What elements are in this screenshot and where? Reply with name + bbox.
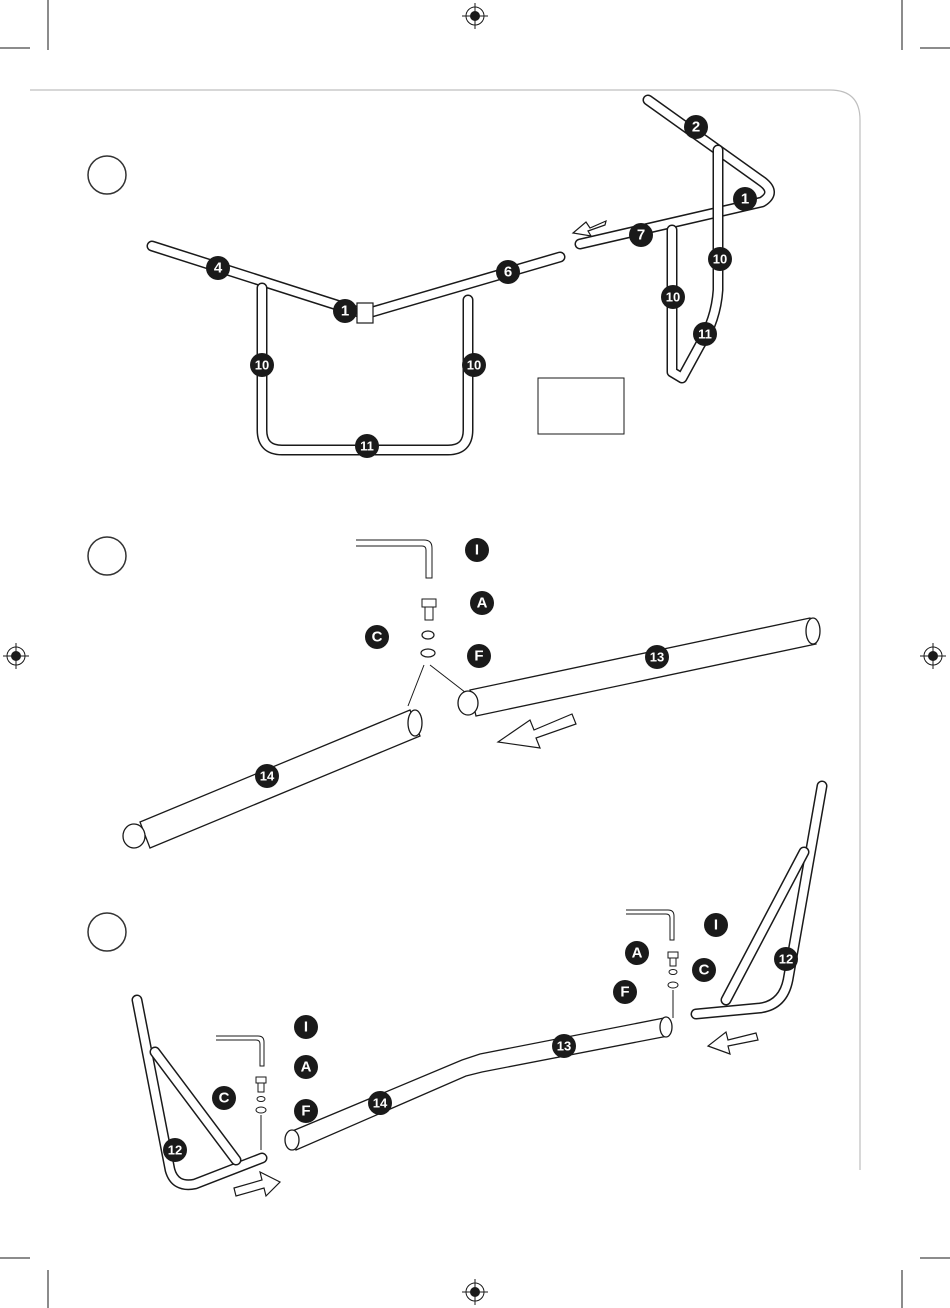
registration-mark-right — [920, 643, 946, 669]
badge-part-10-left: 10 — [250, 353, 274, 377]
badge-part-11: 11 — [355, 434, 379, 458]
badge-part-12-right: 12 — [774, 947, 798, 971]
badge-part-11-far: 11 — [693, 322, 717, 346]
svg-text:10: 10 — [255, 358, 269, 373]
svg-text:I: I — [475, 542, 479, 559]
badge-part-1-left: 1 — [333, 299, 357, 323]
svg-text:A: A — [477, 595, 488, 612]
svg-text:C: C — [699, 962, 710, 979]
svg-text:6: 6 — [504, 264, 512, 281]
svg-text:14: 14 — [373, 1096, 388, 1111]
svg-text:7: 7 — [637, 227, 645, 244]
svg-text:13: 13 — [557, 1039, 571, 1054]
svg-text:I: I — [714, 917, 718, 934]
svg-text:11: 11 — [360, 439, 374, 454]
svg-text:F: F — [474, 648, 483, 665]
svg-text:C: C — [372, 629, 383, 646]
svg-text:13: 13 — [650, 650, 664, 665]
badge-part-14-step2: 14 — [255, 764, 279, 788]
svg-text:10: 10 — [467, 358, 481, 373]
badge-part-F-step2: F — [467, 644, 491, 668]
badge-part-1-right: 1 — [733, 187, 757, 211]
step-1-circle — [88, 156, 126, 194]
badge-part-A-step2: A — [470, 591, 494, 615]
svg-text:F: F — [620, 984, 629, 1001]
svg-text:14: 14 — [260, 769, 275, 784]
badge-part-10-right: 10 — [462, 353, 486, 377]
badge-part-I-step2: I — [465, 538, 489, 562]
svg-text:1: 1 — [341, 303, 349, 320]
badge-part-C-left: C — [212, 1086, 236, 1110]
svg-text:11: 11 — [698, 327, 712, 342]
svg-text:10: 10 — [666, 290, 680, 305]
registration-mark-bottom — [462, 1279, 488, 1305]
badge-part-A-left: A — [294, 1055, 318, 1079]
badge-part-I-right: I — [704, 913, 728, 937]
badge-part-13-step3: 13 — [552, 1034, 576, 1058]
step-3-drawing — [137, 786, 822, 1196]
svg-text:12: 12 — [168, 1143, 182, 1158]
badge-part-2: 2 — [684, 115, 708, 139]
step-1-drawing — [152, 100, 770, 450]
svg-text:1: 1 — [741, 191, 749, 208]
svg-text:2: 2 — [692, 119, 700, 136]
badge-part-C-step2: C — [365, 625, 389, 649]
badge-part-10-far-b: 10 — [661, 285, 685, 309]
svg-text:I: I — [304, 1019, 308, 1036]
registration-mark-top — [462, 3, 488, 29]
badge-part-F-left: F — [294, 1099, 318, 1123]
svg-text:4: 4 — [214, 260, 223, 277]
svg-text:A: A — [301, 1059, 312, 1076]
registration-mark-left — [3, 643, 29, 669]
svg-text:F: F — [301, 1103, 310, 1120]
badge-part-A-right: A — [625, 941, 649, 965]
badge-part-6: 6 — [496, 260, 520, 284]
step-2-drawing — [123, 540, 820, 848]
badge-part-I-left: I — [294, 1015, 318, 1039]
svg-text:A: A — [632, 945, 643, 962]
badge-part-12-left: 12 — [163, 1138, 187, 1162]
badge-part-4: 4 — [206, 256, 230, 280]
svg-text:12: 12 — [779, 952, 793, 967]
svg-text:C: C — [219, 1090, 230, 1107]
badge-part-14-step3: 14 — [368, 1091, 392, 1115]
badge-part-F-right: F — [613, 980, 637, 1004]
badge-part-10-far-a: 10 — [708, 247, 732, 271]
step-2-circle — [88, 537, 126, 575]
badge-part-13-step2: 13 — [645, 645, 669, 669]
step-3-circle — [88, 913, 126, 951]
svg-text:10: 10 — [713, 252, 727, 267]
badge-part-7: 7 — [629, 223, 653, 247]
badge-part-C-right: C — [692, 958, 716, 982]
